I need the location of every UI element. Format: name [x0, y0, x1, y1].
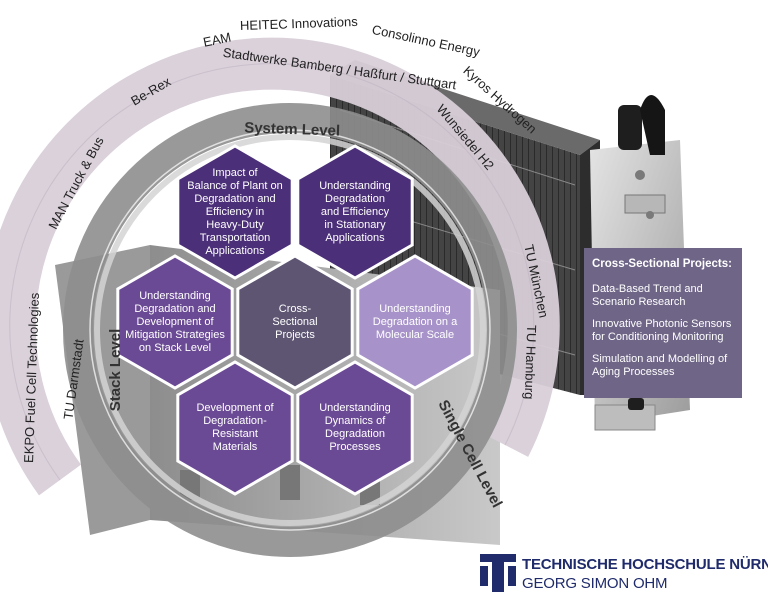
level-label-stack: Stack Level	[107, 329, 124, 412]
hexagon-label-line: Processes	[329, 441, 381, 453]
logo-line-1: TECHNISCHE HOCHSCHULE NÜRNBERG	[522, 556, 768, 573]
partner-label-consolinno: Consolinno Energy	[371, 22, 482, 60]
hexagon-label-line: Degradation	[325, 428, 385, 440]
th-logo-icon	[480, 554, 516, 592]
cross-sectional-item: Data-Based Trend and Scenario Research	[592, 283, 703, 308]
hexagon-center	[236, 254, 354, 390]
hexagon-stack	[116, 254, 234, 390]
hexagon-label-line: and Efficiency	[320, 205, 390, 218]
hexagon-label-line: Development of	[136, 315, 214, 328]
hexagon-label-line: Degradation	[325, 192, 385, 205]
university-logo: TECHNISCHE HOCHSCHULE NÜRNBERG GEORG SIM…	[478, 548, 768, 598]
hexagon-label-line: Balance of Plant on	[187, 179, 283, 192]
level-ring	[63, 103, 517, 557]
cross-sectional-title: Cross-Sectional Projects:	[592, 258, 732, 270]
hexagon-label-line: Resistant	[212, 428, 258, 440]
hexagon-label-line: Understanding	[139, 289, 211, 302]
hexagon-label-line: Heavy-Duty	[206, 218, 264, 231]
hexagon-label-line: on Stack Level	[138, 341, 212, 354]
cross-sectional-item: Simulation and Modelling of Aging Proces…	[592, 353, 728, 378]
logo-line-2: GEORG SIMON OHM	[522, 575, 668, 592]
hexagon-label-line: Degradation and	[194, 192, 276, 205]
hexagon-stationary	[296, 144, 414, 280]
hexagon-label-line: Impact of	[212, 166, 258, 179]
hexagon-label-line: Mitigation Strategies	[125, 328, 225, 341]
partner-ring	[0, 37, 560, 496]
partner-label-eam: EAM	[202, 29, 233, 50]
cross-sectional-item: Innovative Photonic Sensors for Conditio…	[592, 318, 732, 343]
hexagon-label-line: Efficiency in	[205, 205, 265, 218]
hexagon-label-line: Degradation-	[203, 415, 267, 427]
hexagon-dynamics	[296, 360, 414, 496]
hexagon-label-line: in Stationary	[324, 218, 386, 231]
hexagon-label-line: Applications	[205, 244, 265, 257]
cross-sectional-box: Cross-Sectional Projects: Data-Based Tre…	[584, 248, 742, 398]
hexagon-label-line: Understanding	[319, 179, 391, 192]
hexagon-label-line: Transportation	[199, 231, 271, 244]
hexagon-molecular	[356, 254, 474, 390]
hexagon-label-line: Dynamics of	[324, 415, 386, 427]
hexagon-label-line: Applications	[325, 231, 385, 244]
partner-label-tu-hamburg: TU Hamburg	[522, 325, 540, 400]
hexagon-label-line: Projects	[275, 328, 315, 341]
hexagon-label-line: Molecular Scale	[375, 328, 455, 341]
level-label-system: System Level	[244, 119, 340, 139]
hexagon-label-line: Materials	[212, 441, 258, 453]
hexagon-label-line: Cross-	[278, 302, 312, 315]
hexagon-label-line: Understanding	[379, 302, 451, 315]
hexagon-bop	[176, 144, 294, 280]
hexagon-label-line: Degradation on a	[372, 315, 458, 328]
hexagon-cluster	[116, 144, 474, 496]
partner-label-heitec: HEITEC Innovations	[240, 14, 359, 33]
hexagon-label-line: Development of	[196, 402, 274, 414]
hexagon-label-line: Sectional	[272, 315, 318, 328]
hexagon-label-line: Understanding	[319, 402, 391, 414]
partner-label-ekpo: EKPO Fuel Cell Technologies	[21, 292, 42, 463]
hexagon-label-line: Degradation and	[134, 302, 216, 315]
hexagon-materials	[176, 360, 294, 496]
